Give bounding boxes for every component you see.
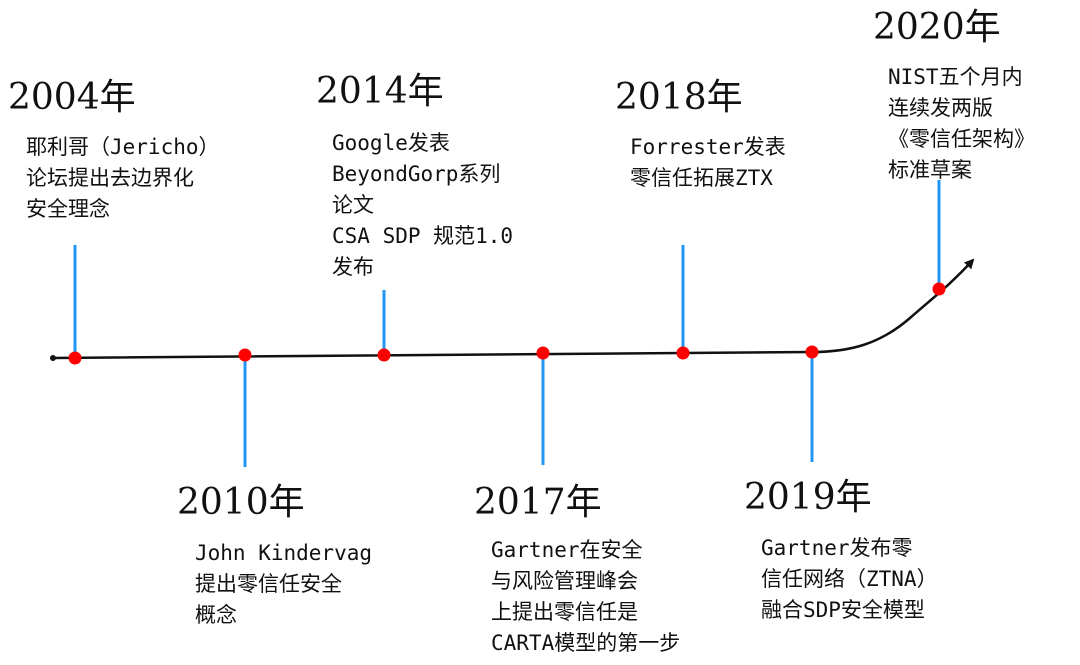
milestone-2004-year: 2004年 — [8, 77, 136, 118]
milestone-2020-year: 2020年 — [873, 7, 1001, 48]
milestone-2018-line: 零信任拓展ZTX — [630, 166, 773, 190]
milestone-2014-description: Google发表 BeyondGorp系列 论文 CSA SDP 规范1.0 发… — [332, 128, 513, 283]
event-dot-2020 — [932, 282, 946, 296]
milestone-2019-line: Gartner发布零 — [761, 536, 913, 560]
milestone-2010-line: John Kindervag — [195, 541, 373, 565]
milestone-2017-line: Gartner在安全 — [491, 538, 643, 562]
event-dot-2017 — [536, 346, 550, 360]
milestone-2004-line: 论坛提出去边界化 — [26, 166, 194, 190]
milestone-2017-year: 2017年 — [474, 482, 602, 523]
event-dot-2010 — [238, 348, 252, 362]
milestone-2004-line: 安全理念 — [26, 197, 110, 221]
milestone-2018-description: Forrester发表 零信任拓展ZTX — [630, 132, 786, 194]
milestone-2017-line: 上提出零信任是 — [491, 600, 638, 624]
milestone-2014-year: 2014年 — [316, 71, 444, 112]
milestone-2004-line: 耶利哥（Jericho） — [26, 135, 220, 159]
milestone-2014-line: CSA SDP 规范1.0 — [332, 224, 514, 248]
milestone-2019-description: Gartner发布零 信任网络（ZTNA） 融合SDP安全模型 — [761, 533, 938, 626]
milestone-2019-year: 2019年 — [744, 477, 872, 518]
milestone-2018-year: 2018年 — [615, 77, 743, 118]
event-dot-2018 — [676, 346, 690, 360]
milestone-2020-description: NIST五个月内 连续发两版 《零信任架构》 标准草案 — [888, 62, 1035, 186]
milestone-2020-line: 连续发两版 — [888, 96, 993, 120]
milestone-2014-line: 论文 — [332, 193, 374, 217]
milestone-2010-line: 概念 — [195, 603, 237, 627]
milestone-2010-line: 提出零信任安全 — [195, 572, 342, 596]
milestone-2020-line: 《零信任架构》 — [888, 127, 1035, 151]
milestone-2014-line: Google发表 — [332, 131, 450, 155]
milestone-2017-description: Gartner在安全 与风险管理峰会 上提出零信任是 CARTA模型的第一步 — [491, 535, 680, 659]
milestone-2010-year: 2010年 — [177, 482, 305, 523]
event-dot-2019 — [805, 345, 819, 359]
milestone-2020-line: 标准草案 — [888, 158, 972, 182]
milestone-2014-line: 发布 — [332, 255, 374, 279]
timeline-axis — [52, 258, 975, 360]
milestone-2014-line: BeyondGorp系列 — [332, 162, 501, 186]
milestone-2010-description: John Kindervag 提出零信任安全 概念 — [195, 538, 372, 631]
event-dot-2014 — [377, 348, 391, 362]
milestone-2019-line: 信任网络（ZTNA） — [761, 567, 938, 591]
milestone-2019-line: 融合SDP安全模型 — [761, 598, 925, 622]
milestone-2020-line: NIST五个月内 — [888, 65, 1023, 89]
milestone-2017-line: CARTA模型的第一步 — [491, 631, 681, 655]
milestone-2018-line: Forrester发表 — [630, 135, 786, 159]
event-dot-2004 — [68, 351, 82, 365]
milestone-2017-line: 与风险管理峰会 — [491, 569, 638, 593]
timeline-start-dot — [50, 355, 56, 361]
milestone-2004-description: 耶利哥（Jericho） 论坛提出去边界化 安全理念 — [26, 132, 220, 225]
